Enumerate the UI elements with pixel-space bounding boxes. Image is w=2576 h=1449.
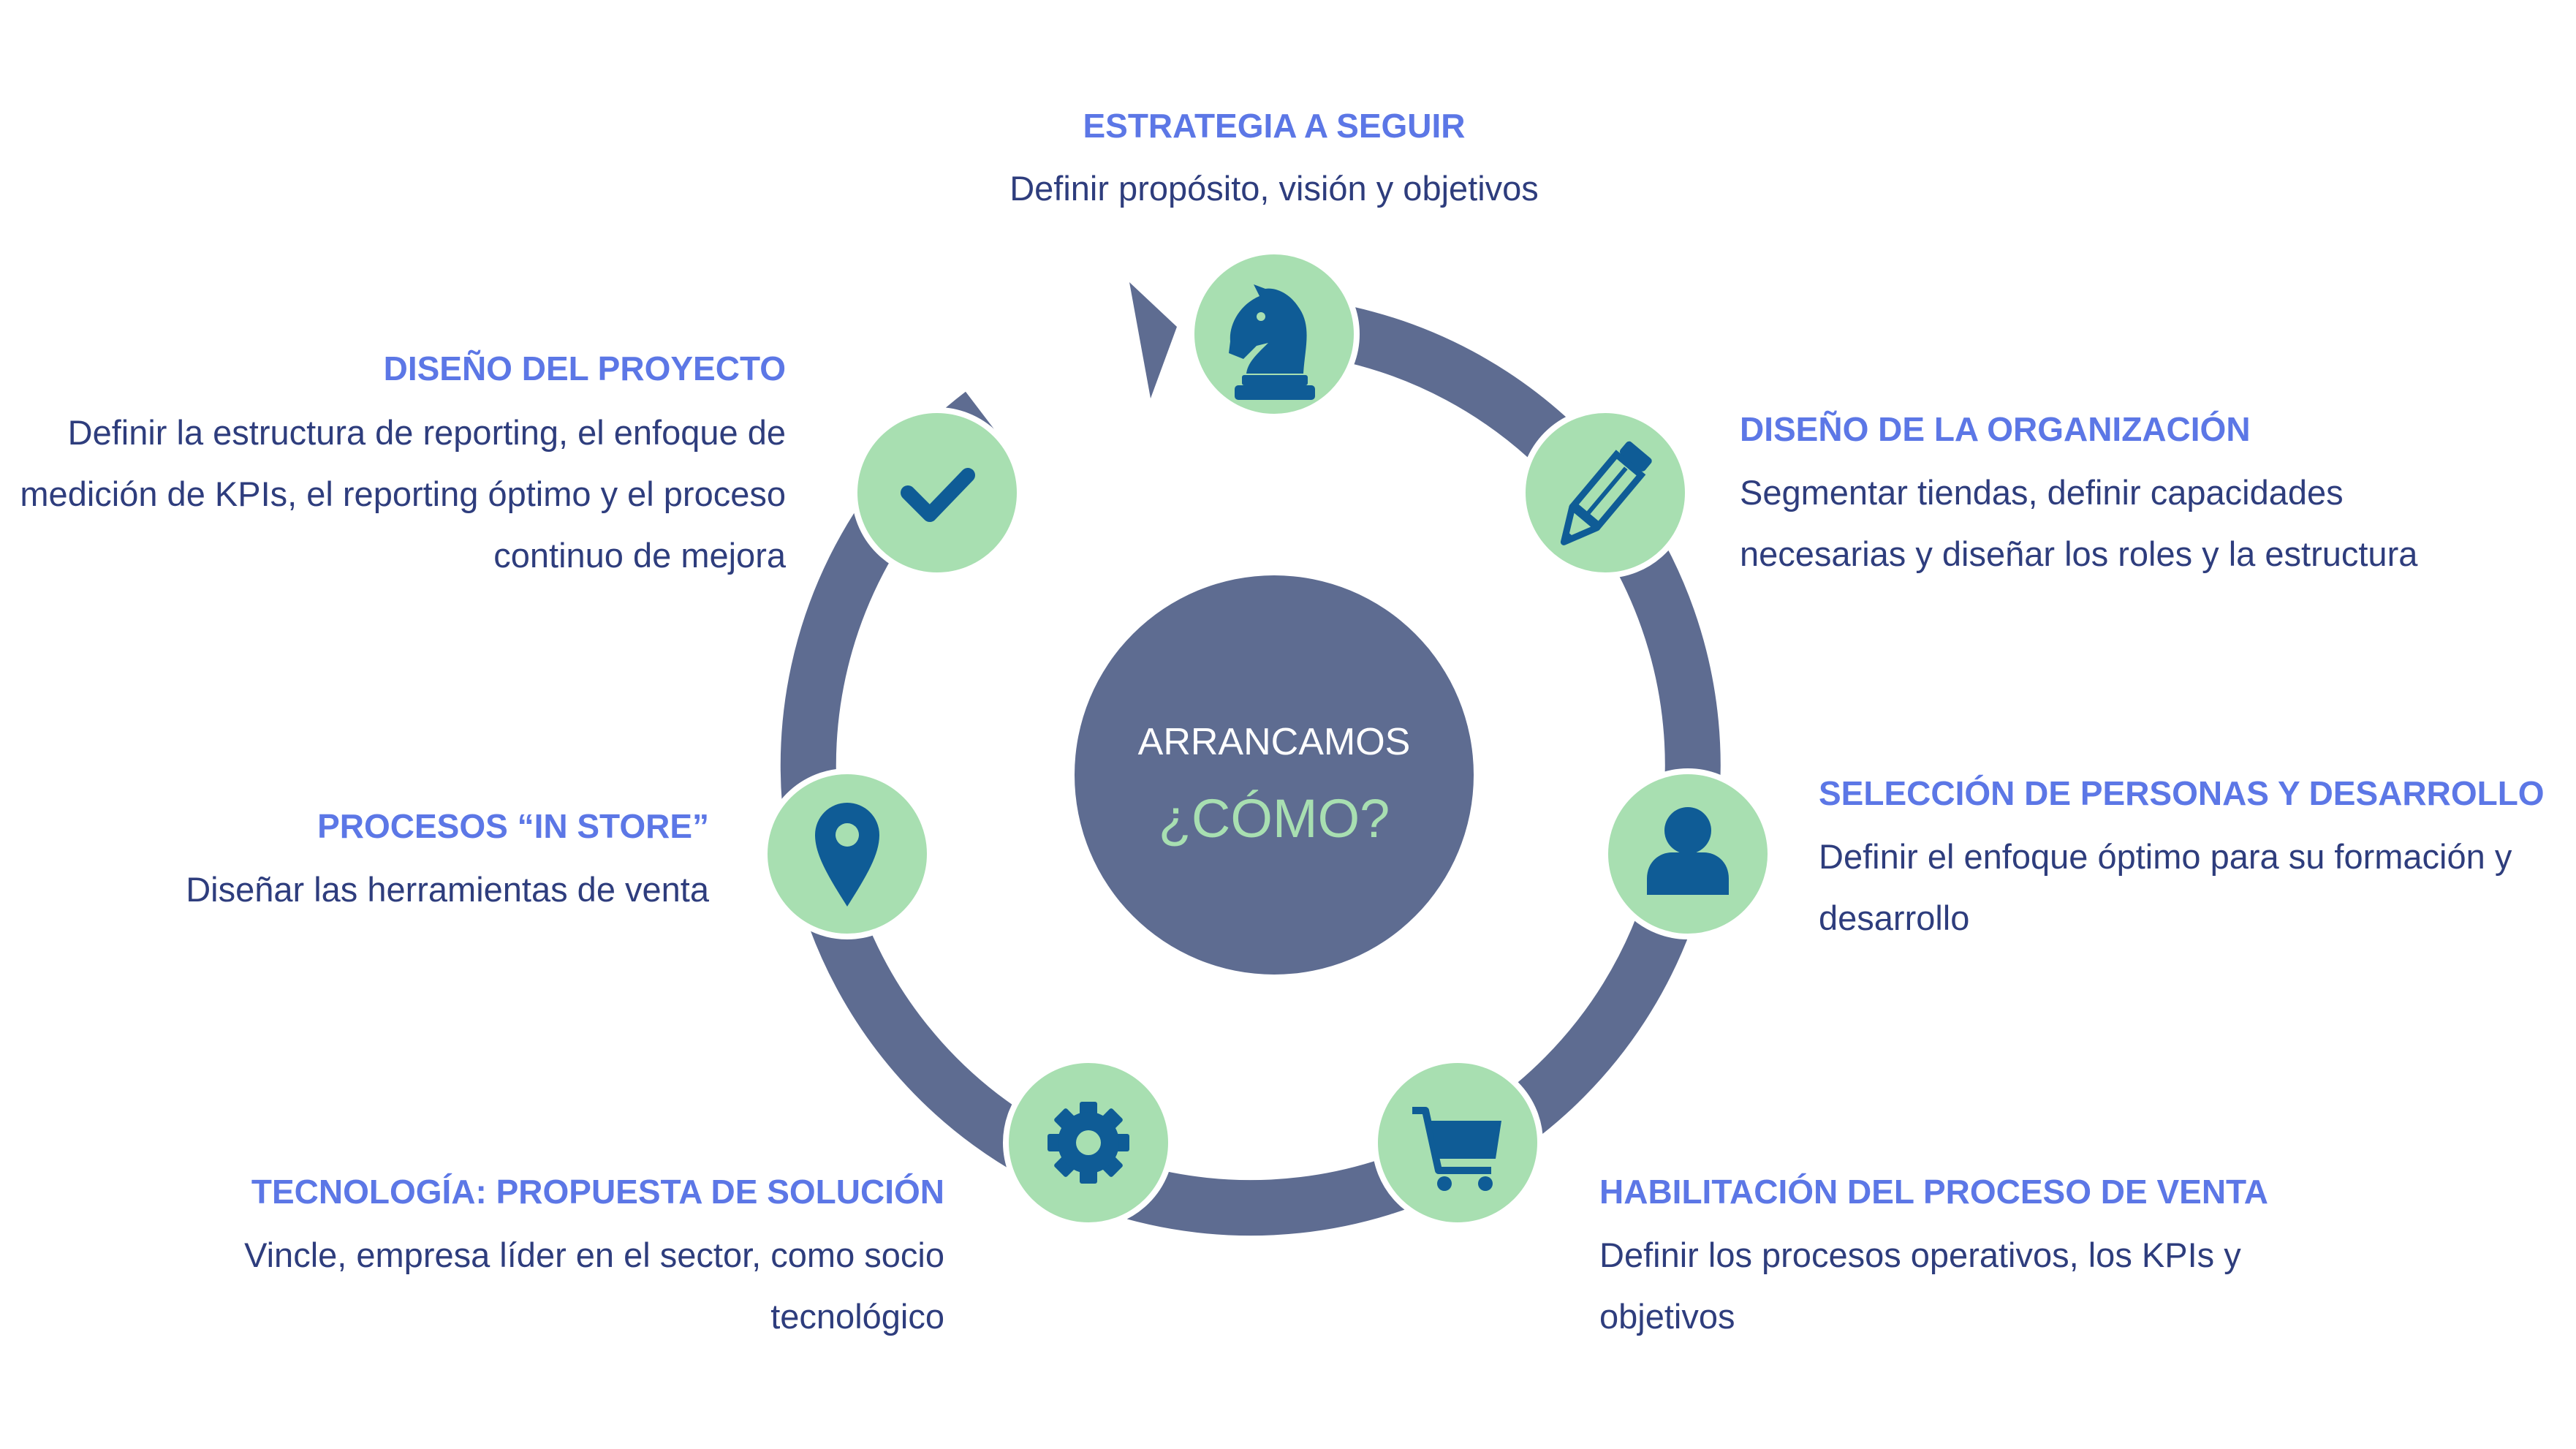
step-text-technology: Vincle, empresa líder en el sector, como… [244,1236,944,1336]
step-text-sales: Definir los procesos operativos, los KPI… [1599,1236,2241,1336]
step-text-organization: Segmentar tiendas, definir capacidades n… [1740,473,2418,573]
step-title-sales: HABILITACIÓN DEL PROCESO DE VENTA [1599,1173,2268,1211]
shopping-cart-icon [1412,1107,1501,1191]
chess-knight-icon [1229,284,1315,400]
step-title-strategy: ESTRATEGIA A SEGUIR [1083,107,1466,145]
node-strategy [1189,249,1360,420]
checkmark-icon [901,468,975,522]
node-instore [762,768,933,939]
hub-title: ARRANCAMOS [1137,721,1411,763]
map-pin-icon [815,803,879,907]
hub-circle [1075,575,1474,975]
step-title-technology: TECNOLOGÍA: PROPUESTA DE SOLUCIÓN [251,1173,944,1211]
pencil-icon [1560,441,1652,545]
cycle-arrow-head [1129,282,1177,398]
step-text-strategy: Definir propósito, visión y objetivos [1009,169,1539,208]
step-title-organization: DISEÑO DE LA ORGANIZACIÓN [1740,410,2251,448]
user-icon [1647,807,1729,895]
step-text-project: Definir la estructura de reporting, el e… [20,413,786,575]
hub-subtitle: ¿CÓMO? [1158,788,1390,849]
step-title-instore: PROCESOS “IN STORE” [317,807,709,845]
step-text-people: Definir el enfoque óptimo para su formac… [1819,837,2512,937]
gear-icon [1048,1102,1129,1184]
node-people [1602,768,1773,939]
node-technology [1003,1057,1174,1228]
step-title-people: SELECCIÓN DE PERSONAS Y DESARROLLO [1819,774,2545,812]
node-sales [1372,1057,1543,1228]
step-title-project: DISEÑO DEL PROYECTO [383,349,786,387]
step-text-instore: Diseñar las herramientas de venta [186,870,709,909]
node-project [852,407,1023,578]
node-organization [1520,407,1691,578]
